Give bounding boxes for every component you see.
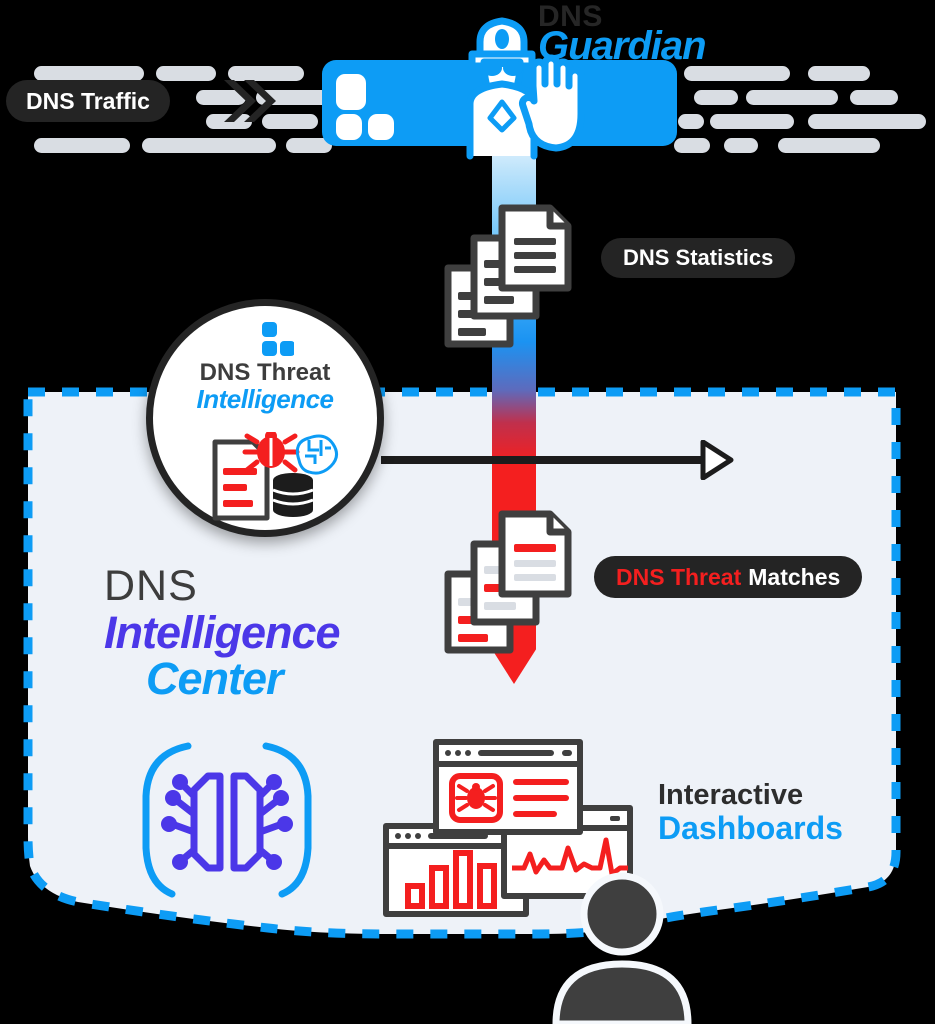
traffic-bar (694, 90, 738, 105)
matches-label-white: Matches (748, 563, 841, 590)
intelligence-center-title: DNS Intelligence Center (104, 562, 341, 704)
three-squares-logo-icon (262, 322, 294, 356)
traffic-bar (684, 66, 790, 81)
traffic-bar (142, 138, 276, 153)
stacked-threat-documents-icon (444, 510, 572, 654)
ic-title-line3: Center (146, 653, 284, 704)
traffic-bar (286, 138, 332, 153)
traffic-bar (678, 114, 704, 129)
threat-report-document-icon (212, 432, 338, 521)
ic-title-line1: DNS (104, 562, 198, 610)
circuit-brain-icon (295, 434, 338, 475)
threat-circle-line1: DNS Threat (199, 359, 331, 386)
ic-title-line2: Intelligence (104, 607, 341, 658)
dns-threat-intelligence-circle[interactable]: DNS Threat Intelligence (146, 299, 384, 537)
dashboards-line2: Dashboards (658, 810, 843, 847)
traffic-bar (710, 114, 794, 129)
guardian-title-line1: DNS (538, 0, 603, 33)
bug-icon (242, 432, 300, 473)
dns-statistics-label-text: DNS Statistics (623, 245, 774, 270)
traffic-bar (674, 138, 710, 153)
double-chevron-right-icon (224, 80, 276, 122)
database-icon (272, 473, 314, 517)
dns-threat-matches-label: DNS Threat Matches (594, 556, 863, 598)
traffic-bar (746, 90, 838, 105)
ai-circuit-brain-bracket-icon (142, 742, 312, 898)
police-guard-stop-hand-icon (466, 17, 585, 160)
dashboard-window-bug-icon (433, 739, 583, 835)
threat-circle-title: DNS Threat Intelligence (153, 359, 377, 414)
traffic-bar (228, 66, 304, 81)
stacked-documents-icon (444, 204, 572, 348)
interactive-dashboards-title: Interactive Dashboards (658, 779, 843, 847)
guardian-title-line2: Guardian (538, 24, 707, 68)
traffic-bar (262, 114, 318, 129)
traffic-bar (808, 114, 926, 129)
dashboards-cluster[interactable] (378, 728, 648, 928)
traffic-bar (808, 66, 870, 81)
traffic-bar (778, 138, 880, 153)
dns-traffic-label-text: DNS Traffic (26, 87, 150, 114)
threat-circle-line2: Intelligence (196, 383, 334, 414)
dns-traffic-label: DNS Traffic (6, 80, 170, 122)
traffic-bar (850, 90, 898, 105)
dns-statistics-label: DNS Statistics (601, 238, 796, 278)
user-avatar-icon (552, 872, 692, 1024)
left-arrow-connector-icon (381, 440, 734, 480)
traffic-bar (196, 90, 246, 105)
traffic-bar (156, 66, 216, 81)
dashboards-line1: Interactive (658, 779, 804, 811)
three-squares-logo-icon (336, 74, 406, 140)
dns-guardian-title: DNS Guardian (538, 0, 707, 68)
traffic-bar (34, 138, 130, 153)
matches-label-red: DNS Threat (616, 563, 742, 590)
traffic-bar (34, 66, 144, 81)
traffic-bar (724, 138, 758, 153)
